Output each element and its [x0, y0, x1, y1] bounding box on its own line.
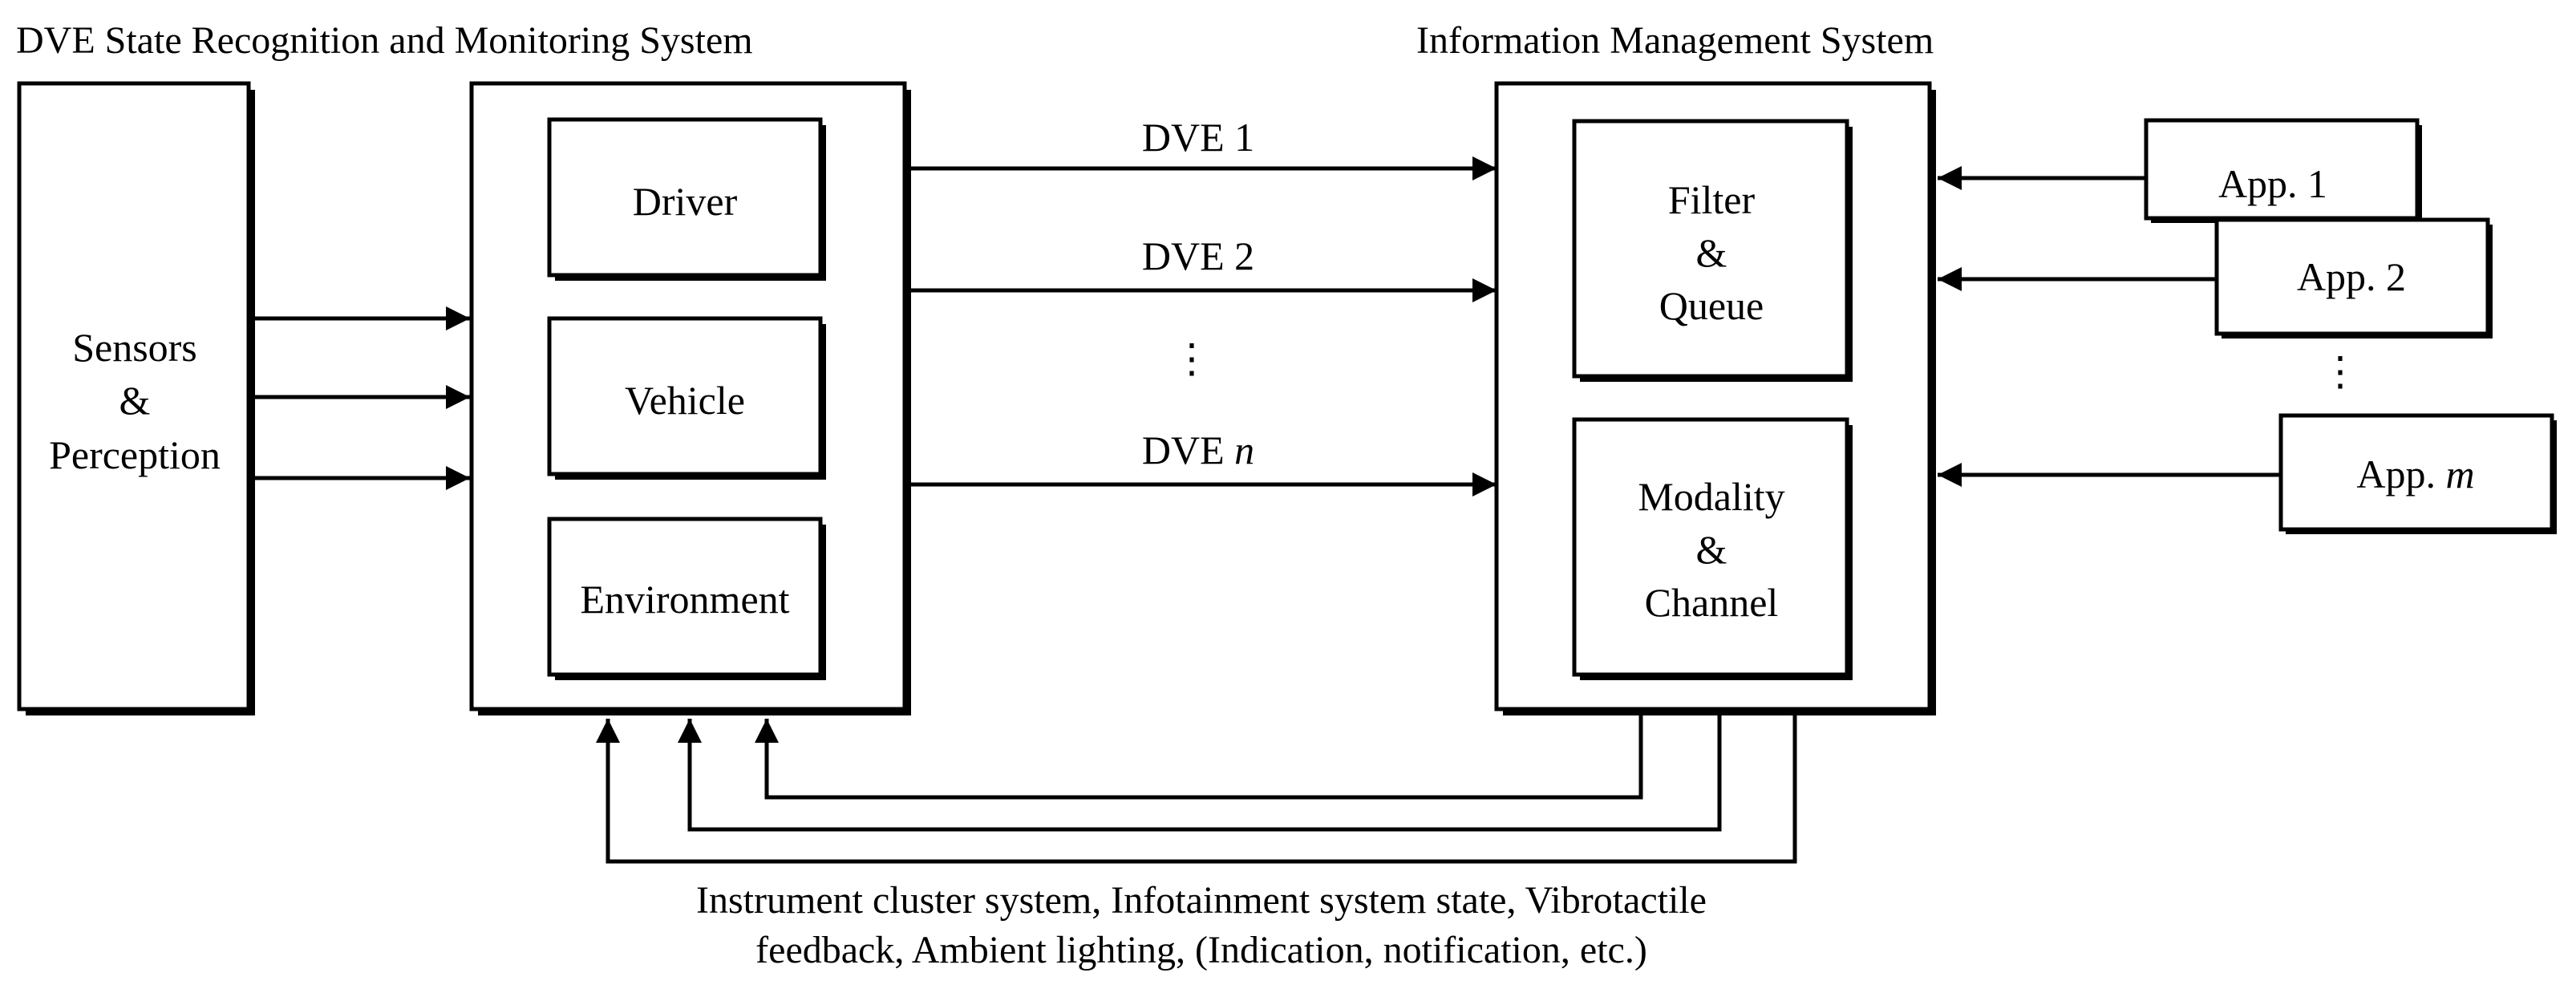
perception-label: Perception	[49, 432, 221, 477]
ims-box: Filter & Queue Modality & Channel	[1494, 81, 1936, 715]
app2-label: App. 2	[2297, 254, 2406, 299]
filter-label: Filter	[1668, 177, 1756, 222]
dve1-label: DVE 1	[1142, 115, 1254, 160]
filter-queue-box: Filter & Queue	[1572, 119, 1853, 382]
dve2-label: DVE 2	[1142, 233, 1254, 278]
feedback-loop-middle	[678, 711, 1722, 832]
app1-box: App. 1	[2144, 118, 2422, 223]
feedback-caption-line2: feedback, Ambient lighting, (Indication,…	[755, 929, 1647, 971]
channel-label: Channel	[1645, 580, 1779, 625]
feedback-caption-line1: Instrument cluster system, Infotainment …	[696, 879, 1707, 922]
sensors-label: Sensors	[72, 325, 197, 370]
feedback-loop-outer	[596, 711, 1797, 864]
sensors-perception-box: Sensors & Perception	[17, 81, 255, 715]
sensors-amp-label: &	[119, 378, 151, 423]
apps-ellipsis: ⋮	[2320, 349, 2360, 394]
modality-amp-label: &	[1696, 527, 1727, 572]
modality-label: Modality	[1638, 474, 1784, 519]
app2-box: App. 2	[2214, 217, 2493, 338]
app-input-arrows	[1938, 166, 2281, 487]
app1-label: App. 1	[2218, 161, 2327, 206]
dve-output-arrows	[905, 156, 1497, 497]
right-system-title: Information Management System	[1416, 19, 1934, 62]
environment-box: Environment	[547, 517, 826, 680]
environment-label: Environment	[580, 577, 789, 622]
modality-channel-box: Modality & Channel	[1572, 417, 1853, 680]
dven-label: DVE n	[1142, 428, 1254, 472]
driver-box: Driver	[547, 117, 826, 281]
vehicle-box: Vehicle	[547, 316, 826, 480]
queue-label: Queue	[1659, 283, 1764, 328]
dve-ellipsis: ⋮	[1172, 336, 1212, 381]
vehicle-label: Vehicle	[625, 378, 745, 423]
driver-label: Driver	[633, 179, 738, 224]
dve-monitoring-box: Driver Vehicle Environment	[469, 81, 911, 715]
feedback-arrows	[596, 711, 1797, 864]
feedback-loop-inner	[755, 711, 1643, 800]
sensor-input-arrows	[255, 306, 470, 490]
left-system-title: DVE State Recognition and Monitoring Sys…	[16, 19, 753, 62]
appm-box: App. m	[2278, 413, 2557, 534]
filter-amp-label: &	[1696, 230, 1727, 275]
appm-label: App. m	[2356, 452, 2474, 497]
